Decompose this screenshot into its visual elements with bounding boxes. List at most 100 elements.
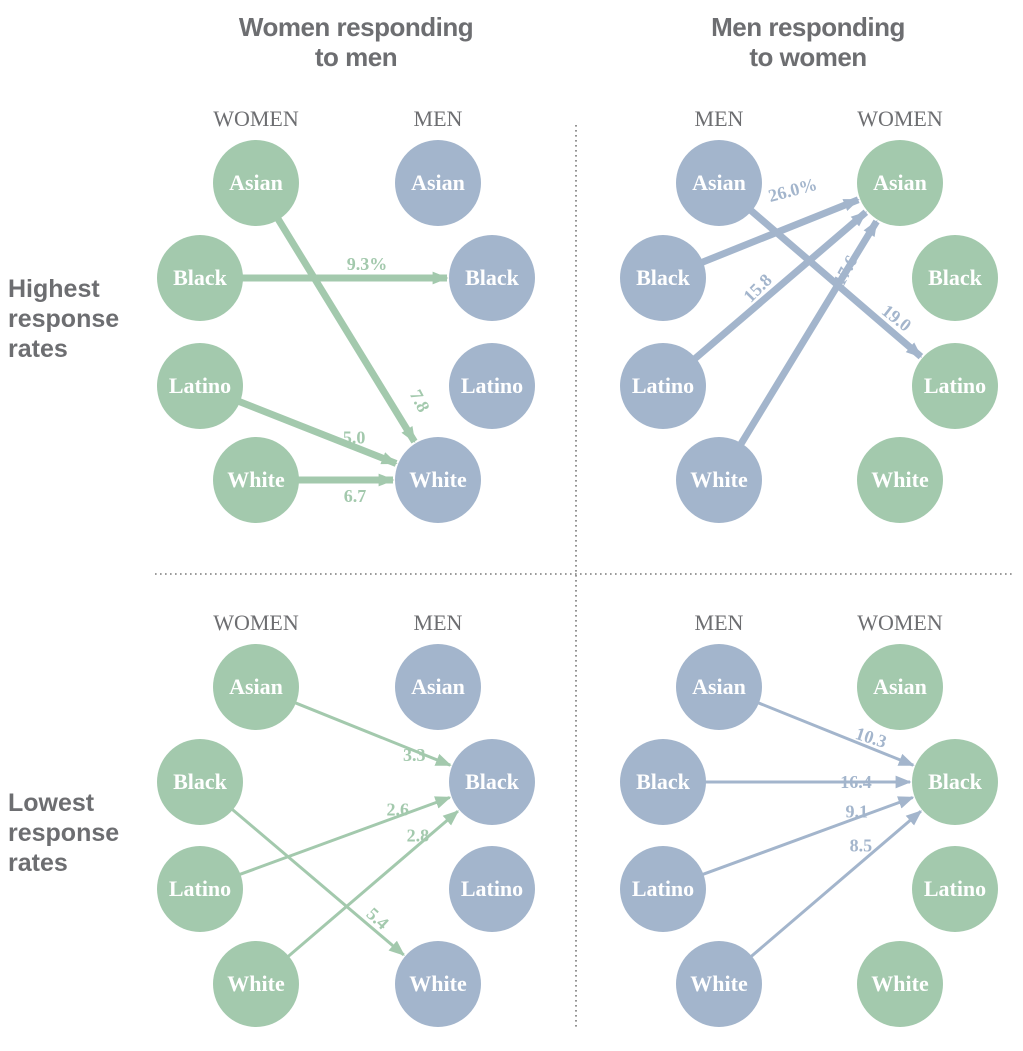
edges: 3.32.62.85.4: [228, 700, 460, 960]
node-label: Latino: [169, 876, 231, 901]
left-node-asian: Asian: [213, 644, 299, 730]
node-label: Black: [928, 265, 983, 290]
node-circle: [676, 644, 762, 730]
edge-label: 5.4: [363, 903, 393, 933]
edge-white-to-black: 8.5: [747, 810, 923, 960]
node-circle: [157, 235, 243, 321]
node-label: Latino: [632, 876, 694, 901]
left-node-black: Black: [157, 739, 243, 825]
edge-label: 10.3: [853, 723, 889, 752]
nodes: AsianBlackLatinoWhiteAsianBlackLatinoWhi…: [157, 644, 535, 1027]
edge-black-to-black: 9.3%: [239, 254, 449, 285]
group-label-right: MEN: [414, 610, 463, 635]
left-node-latino: Latino: [620, 343, 706, 429]
edge-black-to-black: 16.4: [702, 772, 912, 792]
right-node-latino: Latino: [912, 343, 998, 429]
edge-label: 5.0: [343, 427, 366, 447]
group-label-left: MEN: [695, 106, 744, 131]
node-circle: [157, 343, 243, 429]
edge-arrow: [291, 700, 452, 767]
group-label-left: WOMEN: [213, 106, 299, 131]
node-circle: [857, 941, 943, 1027]
node-label: Asian: [873, 674, 927, 699]
edge-white-to-black: 2.8: [284, 810, 460, 960]
edge-asian-to-black: 3.3: [291, 700, 452, 767]
node-circle: [620, 739, 706, 825]
node-circle: [157, 846, 243, 932]
column-title-women-to-men: Women responding to men: [239, 12, 474, 72]
node-label: White: [871, 467, 929, 492]
edge-label: 15.8: [739, 270, 775, 306]
node-circle: [213, 140, 299, 226]
group-label-right: WOMEN: [857, 106, 943, 131]
left-node-asian: Asian: [676, 644, 762, 730]
row-title-line: response: [8, 305, 119, 333]
node-circle: [620, 846, 706, 932]
right-node-black: Black: [449, 235, 535, 321]
left-node-latino: Latino: [620, 846, 706, 932]
column-title-line: to women: [749, 42, 866, 72]
edge-arrow: [236, 796, 452, 877]
node-label: Black: [636, 769, 691, 794]
row-title-line: rates: [8, 849, 68, 877]
edge-label: 19.0: [878, 300, 915, 335]
edge-arrow: [273, 214, 418, 444]
node-label: White: [227, 467, 285, 492]
node-circle: [620, 235, 706, 321]
left-node-latino: Latino: [157, 846, 243, 932]
right-node-latino: Latino: [449, 343, 535, 429]
left-node-black: Black: [157, 235, 243, 321]
edge-label: 2.8: [407, 825, 430, 845]
edge-arrow: [754, 700, 915, 767]
edges: 10.3 16.4 9.1 8.5: [699, 700, 923, 960]
node-circle: [395, 140, 481, 226]
node-label: White: [690, 971, 748, 996]
right-node-black: Black: [449, 739, 535, 825]
right-node-latino: Latino: [449, 846, 535, 932]
column-title-line: to men: [315, 42, 397, 72]
node-label: Asian: [692, 674, 746, 699]
right-node-latino: Latino: [912, 846, 998, 932]
edge-arrow: [234, 397, 398, 467]
node-label: Black: [173, 265, 228, 290]
node-circle: [857, 140, 943, 226]
left-node-black: Black: [620, 235, 706, 321]
node-circle: [449, 235, 535, 321]
edge-arrow: [228, 806, 405, 957]
node-label: White: [871, 971, 929, 996]
edge-label: 9.1: [845, 801, 868, 821]
row-title-lowest: Lowest response rates: [8, 789, 119, 877]
node-label: Asian: [873, 170, 927, 195]
node-circle: [395, 644, 481, 730]
edge-label: 8.5: [850, 835, 873, 855]
node-label: Latino: [924, 876, 986, 901]
right-node-asian: Asian: [857, 140, 943, 226]
row-title-highest: Highest response rates: [8, 275, 119, 363]
node-circle: [912, 343, 998, 429]
edge-arrow: [747, 810, 923, 960]
right-node-black: Black: [912, 235, 998, 321]
group-label-right: WOMEN: [857, 610, 943, 635]
node-circle: [912, 739, 998, 825]
node-circle: [449, 846, 535, 932]
left-node-white: White: [213, 437, 299, 523]
edge-arrow: [736, 219, 880, 449]
edge-arrow: [284, 810, 460, 960]
column-title-men-to-women: Men responding to women: [711, 12, 905, 72]
nodes: AsianBlackLatinoWhiteAsianBlackLatinoWhi…: [620, 140, 998, 523]
edge-label: 16.4: [840, 772, 872, 792]
node-circle: [395, 941, 481, 1027]
node-label: Black: [928, 769, 983, 794]
left-node-black: Black: [620, 739, 706, 825]
node-label: Asian: [229, 674, 283, 699]
right-node-asian: Asian: [857, 644, 943, 730]
node-circle: [620, 343, 706, 429]
edge-white-to-white: 6.7: [295, 473, 395, 506]
right-node-asian: Asian: [395, 644, 481, 730]
right-node-white: White: [857, 941, 943, 1027]
